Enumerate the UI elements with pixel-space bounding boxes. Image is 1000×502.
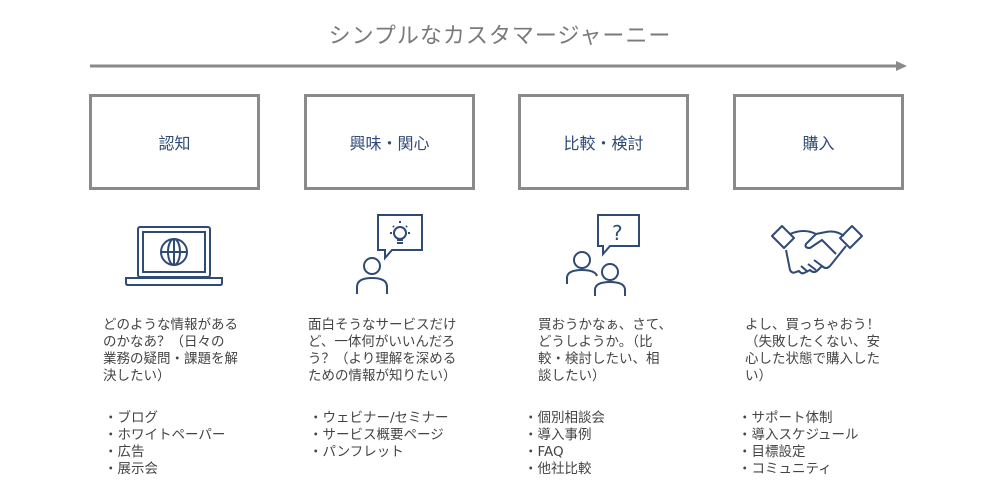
svg-text:?: ? xyxy=(612,221,623,245)
stage-label: 比較・検討 xyxy=(563,134,644,153)
touchpoint-list-interest: ウェビナー/セミナー サービス概要ページ パンフレット xyxy=(309,410,449,461)
list-item: ブログ xyxy=(104,410,225,427)
stage-label: 認知 xyxy=(158,134,191,153)
list-item: サービス概要ページ xyxy=(309,427,449,444)
list-item: 個別相談会 xyxy=(524,410,606,427)
people-question-icon: ? xyxy=(566,214,640,296)
list-item: サポート体制 xyxy=(738,410,859,427)
stage-box-interest: 興味・関心 xyxy=(304,94,475,190)
list-item: ウェビナー/セミナー xyxy=(309,410,449,427)
stage-description: 買おうかなぁ、さて、 どうしようか。（比 較・検討したい、相 談したい） xyxy=(538,317,673,384)
person-idea-icon xyxy=(356,214,423,294)
stage-description: 面白そうなサービスだけ ど、一体何がいいんだろ う？（より理解を深める ための情… xyxy=(308,317,457,384)
stage-box-awareness: 認知 xyxy=(89,94,260,190)
list-item: FAQ xyxy=(524,444,605,461)
stage-description: どのような情報がある のかなあ？（日々の 業務の疑問・課題を解 決したい） xyxy=(103,317,238,384)
list-item: 導入スケジュール xyxy=(738,427,859,444)
list-item: 他社比較 xyxy=(524,461,605,478)
stage-label: 購入 xyxy=(802,134,835,153)
list-item: コミュニティ xyxy=(738,461,859,478)
touchpoint-list-awareness: ブログ ホワイトペーパー 広告 展示会 xyxy=(104,410,226,478)
touchpoint-list-purchase: サポート体制 導入スケジュール 目標設定 コミュニティ xyxy=(738,410,859,478)
stage-description: よし、買っちゃおう！ （失敗したくない、安 心した状態で購入した い） xyxy=(745,317,880,384)
stage-box-comparison: 比較・検討 xyxy=(518,94,689,190)
stage-box-purchase: 購入 xyxy=(733,94,904,190)
list-item: 展示会 xyxy=(104,461,225,478)
list-item: 導入事例 xyxy=(524,427,605,444)
list-item: 目標設定 xyxy=(738,444,859,461)
touchpoint-list-comparison: 個別相談会 導入事例 FAQ 他社比較 xyxy=(524,410,606,478)
handshake-icon xyxy=(771,225,863,275)
list-item: 広告 xyxy=(104,444,225,461)
list-item: ホワイトペーパー xyxy=(104,427,226,444)
timeline-arrow xyxy=(90,61,907,71)
laptop-globe-icon xyxy=(125,226,223,286)
diagram-title: シンプルなカスタマージャーニー xyxy=(328,24,672,49)
list-item: パンフレット xyxy=(309,444,449,461)
stage-label: 興味・関心 xyxy=(349,134,430,153)
